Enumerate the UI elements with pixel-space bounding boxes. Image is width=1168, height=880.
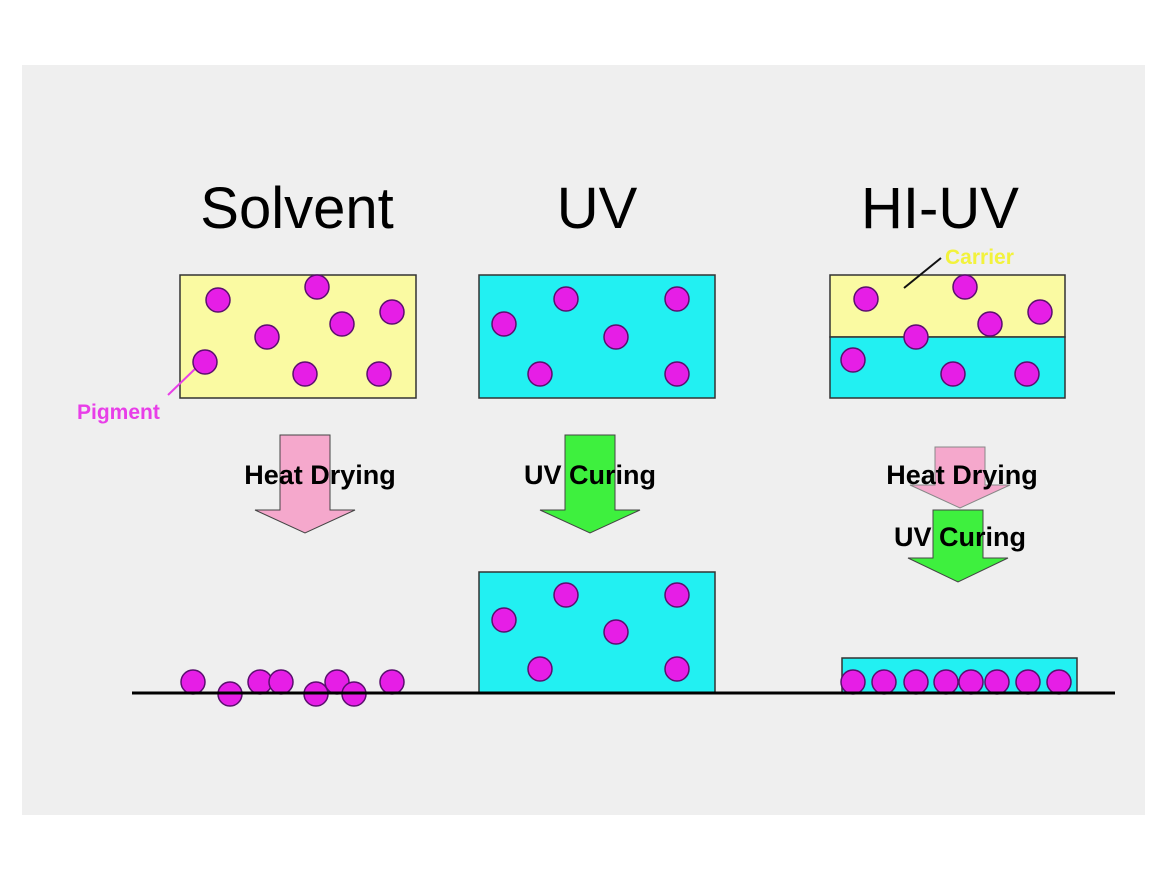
pigment-particle xyxy=(329,311,355,337)
pigment-particle xyxy=(192,349,218,375)
pigment-label: Pigment xyxy=(77,401,160,424)
title-solvent: Solvent xyxy=(200,176,393,241)
uv-process-label: UV Curing xyxy=(524,460,656,490)
pigment-particle xyxy=(958,669,984,695)
pigment-particle xyxy=(366,361,392,387)
pigment-particle xyxy=(871,669,897,695)
pigment-particle xyxy=(527,656,553,682)
pigment-particle xyxy=(984,669,1010,695)
pigment-particle xyxy=(664,656,690,682)
pigment-particle xyxy=(977,311,1003,337)
uv-curing-arrow xyxy=(539,434,641,534)
pigment-particle xyxy=(304,274,330,300)
hi-uv-process-label-2: UV Curing xyxy=(894,522,1026,552)
heat-drying-arrow xyxy=(254,434,356,534)
pigment-particle xyxy=(1014,361,1040,387)
pigment-particle xyxy=(379,669,405,695)
pigment-particle xyxy=(254,324,280,350)
pigment-particle xyxy=(491,607,517,633)
pigment-pointer-line xyxy=(167,367,197,396)
pigment-particle xyxy=(553,582,579,608)
pigment-particle xyxy=(853,286,879,312)
title-hi-uv: HI-UV xyxy=(861,176,1019,241)
pigment-particle xyxy=(1046,669,1072,695)
pigment-particle xyxy=(952,274,978,300)
pigment-particle xyxy=(553,286,579,312)
pigment-particle xyxy=(292,361,318,387)
solvent-process-label: Heat Drying xyxy=(244,460,396,490)
pigment-particle xyxy=(603,324,629,350)
pigment-particle xyxy=(903,324,929,350)
pigment-particle xyxy=(664,361,690,387)
pigment-particle xyxy=(940,361,966,387)
pigment-particle xyxy=(268,669,294,695)
hi-uv-uv-curing-arrow xyxy=(907,509,1009,583)
carrier-pointer-line xyxy=(903,257,942,289)
pigment-particle xyxy=(379,299,405,325)
pigment-particle xyxy=(491,311,517,337)
pigment-particle xyxy=(180,669,206,695)
pigment-particle xyxy=(603,619,629,645)
pigment-particle xyxy=(903,669,929,695)
pigment-particle xyxy=(664,582,690,608)
pigment-particle xyxy=(205,287,231,313)
hi-uv-heat-drying-arrow xyxy=(909,446,1011,509)
title-uv: UV xyxy=(557,176,638,241)
pigment-particle xyxy=(527,361,553,387)
pigment-particle xyxy=(1027,299,1053,325)
pigment-particle xyxy=(1015,669,1041,695)
carrier-label: Carrier xyxy=(945,246,1014,269)
pigment-particle xyxy=(840,669,866,695)
pigment-particle xyxy=(840,347,866,373)
pigment-particle xyxy=(933,669,959,695)
pigment-particles xyxy=(180,274,1072,707)
hi-uv-process-label-1: Heat Drying xyxy=(886,460,1038,490)
pigment-particle xyxy=(664,286,690,312)
